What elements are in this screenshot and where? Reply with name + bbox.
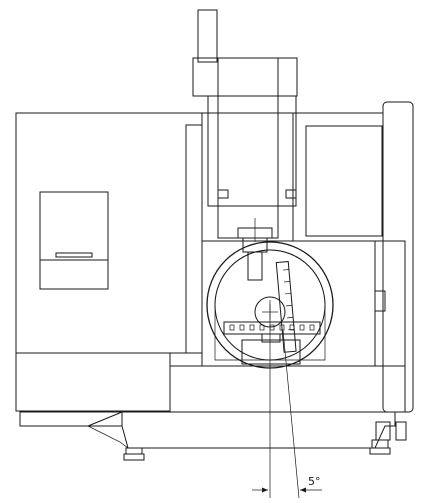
left-enclosure [15,112,203,427]
machine-base [87,365,407,461]
work-area [201,112,376,367]
foot-right [371,439,389,449]
control-panel [39,191,109,290]
angle-dimension: 5° [252,300,322,499]
foot-left [125,447,143,455]
column-top [192,9,298,281]
panel-handle [55,252,93,258]
angle-label: 5° [308,475,321,488]
table-slots [229,324,315,331]
